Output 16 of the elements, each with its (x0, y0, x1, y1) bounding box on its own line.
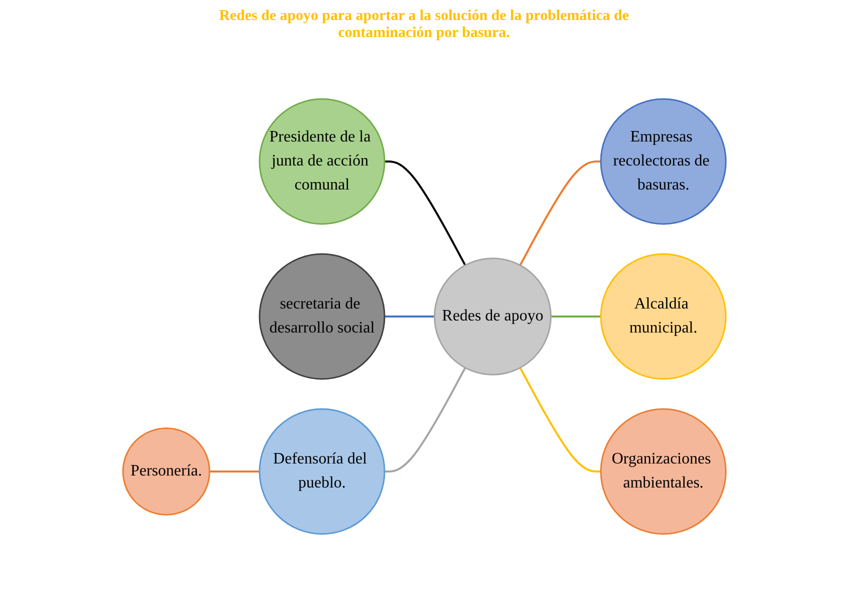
connector (384, 315, 434, 317)
connector (518, 160, 600, 266)
node-circle: Personería. (122, 426, 210, 516)
diagram-title: Redes de apoyo para aportar a la solución de la problemática de contaminación por basura. (218, 8, 630, 42)
connector (209, 470, 260, 472)
connector (550, 315, 600, 317)
node-circle: Empresas recolectoras de basuras. (600, 98, 726, 224)
node-circle: secretaria de desarrollo social (258, 252, 385, 380)
node-circle: Defensoría del pueblo. (258, 408, 385, 534)
connector (518, 366, 600, 472)
node-circle: Organizaciones ambientales. (600, 408, 726, 534)
connector (384, 160, 466, 266)
node-circle: Presidente de la junta de acción comunal (258, 98, 385, 224)
connector (384, 366, 466, 472)
node-circle: Alcaldía municipal. (600, 252, 726, 380)
node-circle: Redes de apoyo (433, 257, 552, 375)
